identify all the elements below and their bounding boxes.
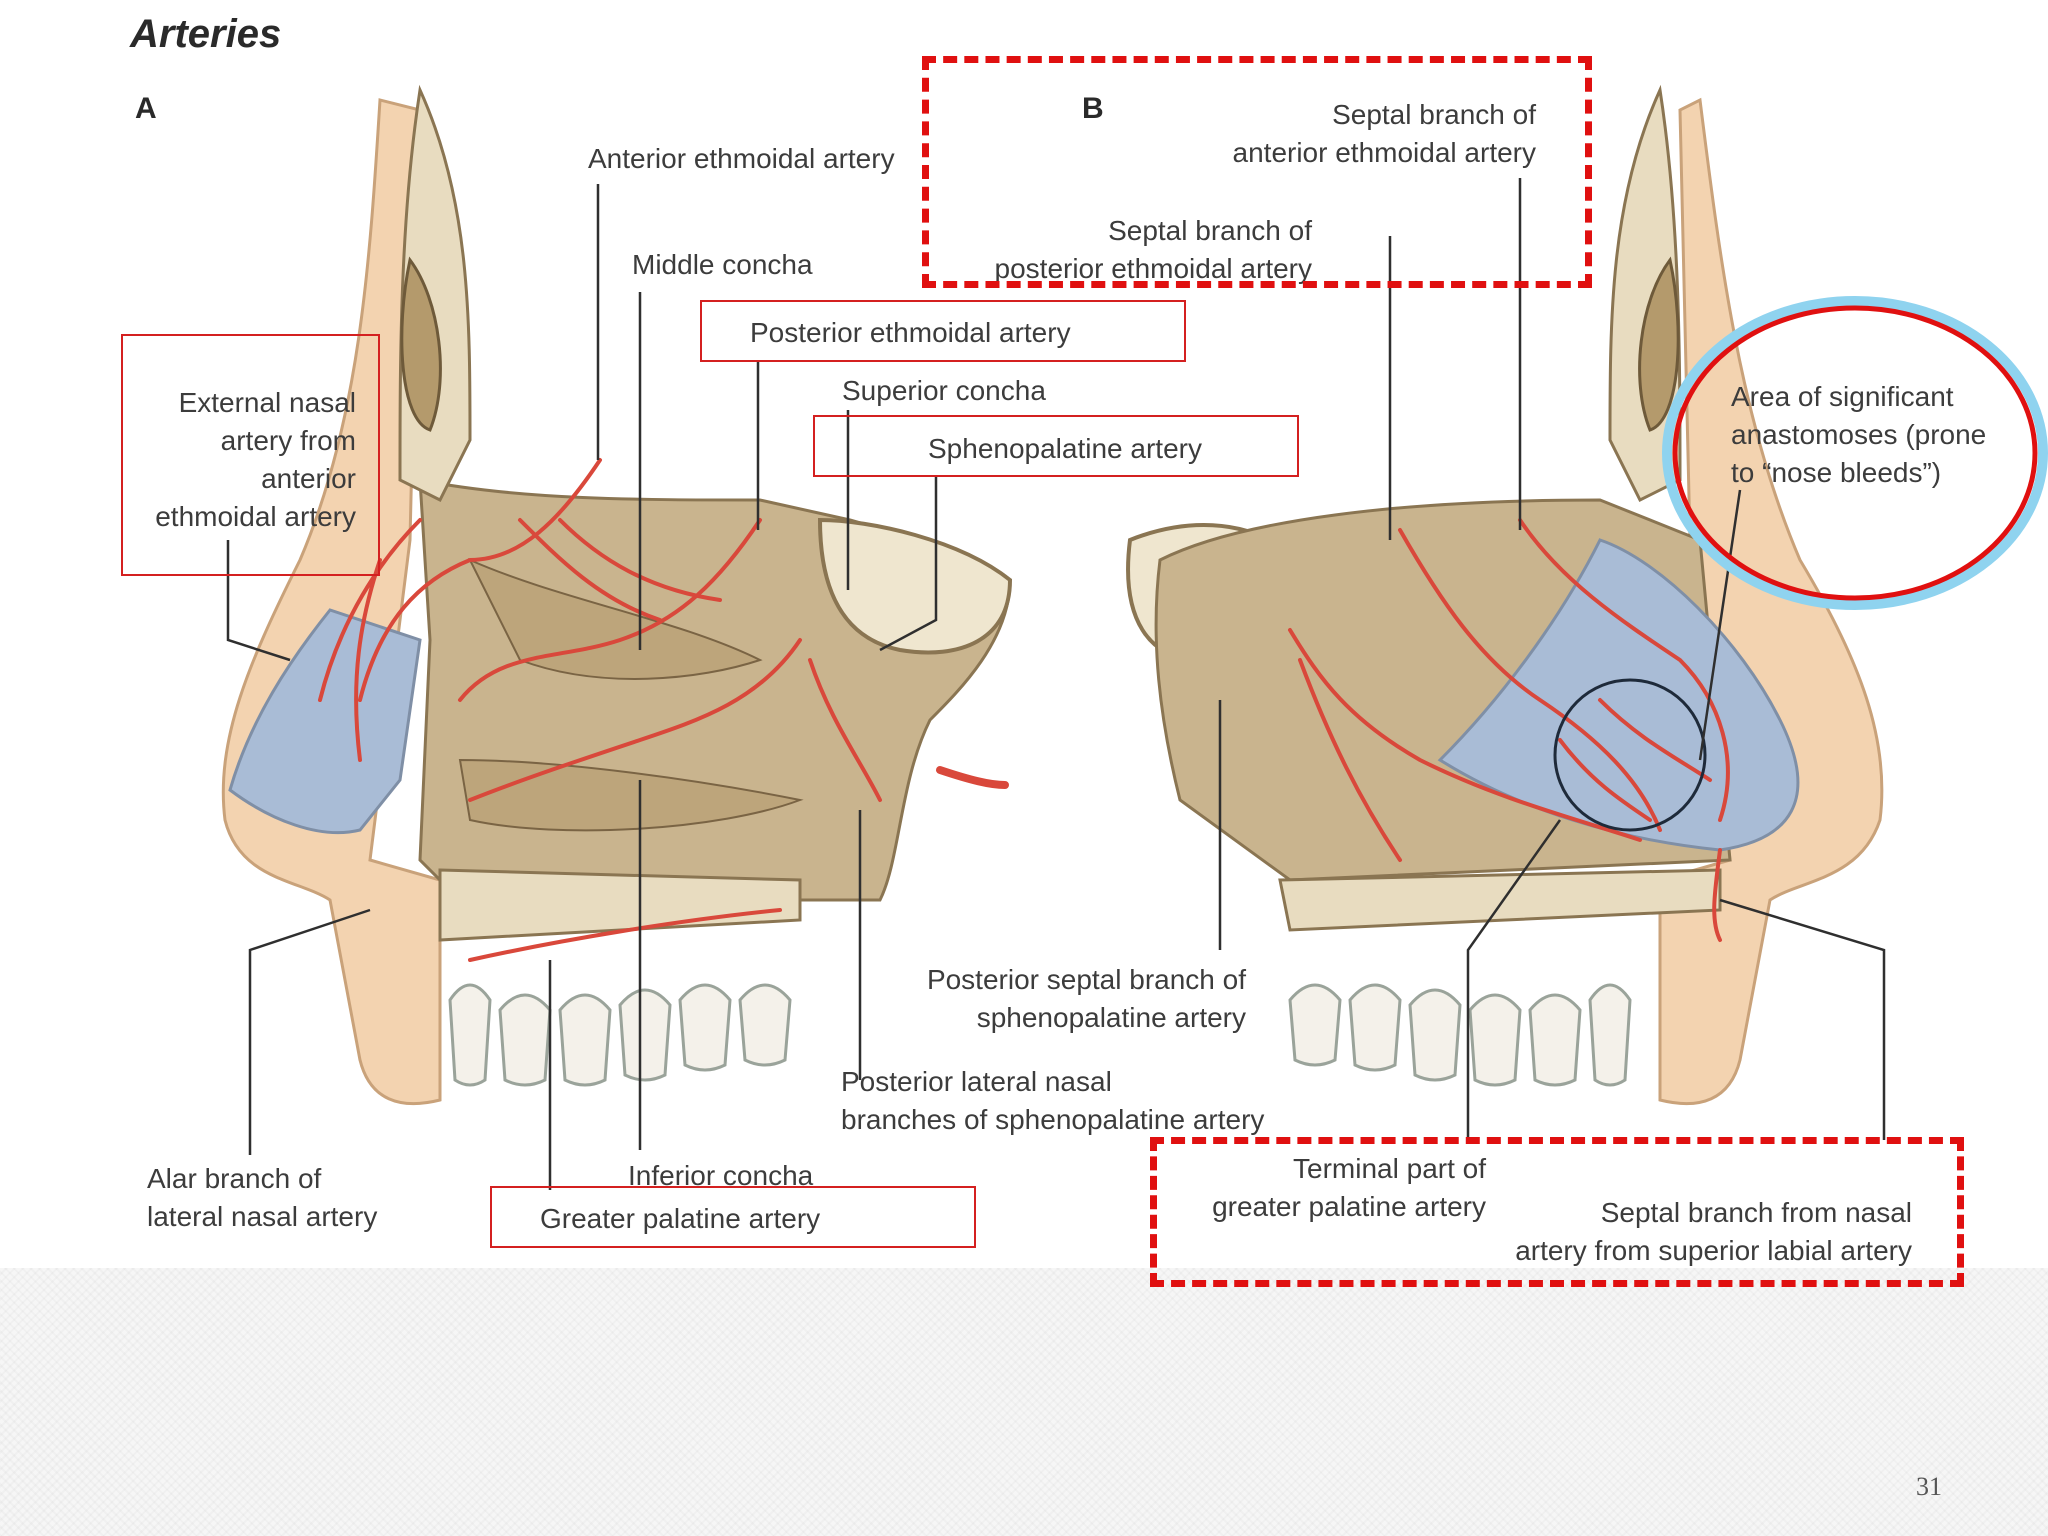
label-septal-branch-anterior-ethmoidal: Septal branch of anterior ethmoidal arte… <box>1232 99 1536 168</box>
anastomosis-area-marker <box>1553 678 1707 832</box>
panel-label-b: B <box>1082 92 1104 125</box>
nosebleed-halo <box>1662 296 2048 610</box>
middle-concha-shape <box>467 557 763 680</box>
slide-background-texture <box>0 1268 2048 1536</box>
hard-palate-b <box>1278 868 1722 932</box>
label-inferior-concha: Inferior concha <box>628 1160 814 1191</box>
highlight-box-external-nasal <box>121 334 380 576</box>
highlight-box-sphenopalatine <box>813 415 1299 477</box>
sphenoid-a <box>817 517 1013 655</box>
label-alar-branch: Alar branch of lateral nasal artery <box>147 1163 378 1232</box>
label-sphenopalatine-artery: Sphenopalatine artery <box>928 433 1202 464</box>
label-posterior-lateral-nasal-branches: Posterior lateral nasal branches of sphe… <box>841 1066 1265 1135</box>
label-terminal-greater-palatine: Terminal part of greater palatine artery <box>1212 1153 1486 1222</box>
hard-palate-a <box>438 868 802 942</box>
panel-label-a: A <box>135 92 157 125</box>
teeth-a <box>448 983 792 1087</box>
label-external-nasal-artery: External nasal artery from anterior ethm… <box>155 387 356 532</box>
frontal-sinus-b <box>1638 256 1680 432</box>
panel-b-illustration <box>1126 84 1884 1106</box>
label-middle-concha: Middle concha <box>632 249 813 280</box>
dashed-box-septal-branches <box>922 56 1592 288</box>
page-title: Arteries <box>130 12 282 56</box>
label-superior-concha: Superior concha <box>842 375 1046 406</box>
arteries-b <box>1288 518 1730 942</box>
slide-number: 31 <box>1916 1472 1942 1501</box>
leader-lines <box>226 178 1886 1190</box>
frontal-sinus-a <box>400 256 442 432</box>
teeth-b <box>1288 983 1632 1087</box>
nasal-cartilage-a <box>228 608 422 835</box>
dashed-box-terminal-branches <box>1150 1137 1964 1287</box>
panel-a-illustration <box>221 84 1013 1106</box>
label-posterior-septal-branch: Posterior septal branch of sphenopalatin… <box>926 964 1246 1033</box>
label-posterior-ethmoidal-artery: Posterior ethmoidal artery <box>750 317 1071 348</box>
arteries-a <box>318 458 1009 962</box>
highlight-box-greater-palatine <box>490 1186 976 1248</box>
face-profile-a <box>221 98 442 1106</box>
label-septal-branch-superior-labial: Septal branch from nasal artery from sup… <box>1515 1197 1912 1266</box>
septal-cartilage <box>1437 538 1800 852</box>
nosebleed-highlight <box>1672 305 2038 601</box>
label-anterior-ethmoidal-artery: Anterior ethmoidal artery <box>588 143 895 174</box>
label-greater-palatine-artery: Greater palatine artery <box>540 1203 821 1234</box>
label-septal-branch-posterior-ethmoidal: Septal branch of posterior ethmoidal art… <box>994 215 1312 284</box>
label-area-of-anastomoses: Area of significant anastomoses (prone t… <box>1731 381 1987 488</box>
highlight-box-posterior-ethmoidal <box>700 300 1186 362</box>
